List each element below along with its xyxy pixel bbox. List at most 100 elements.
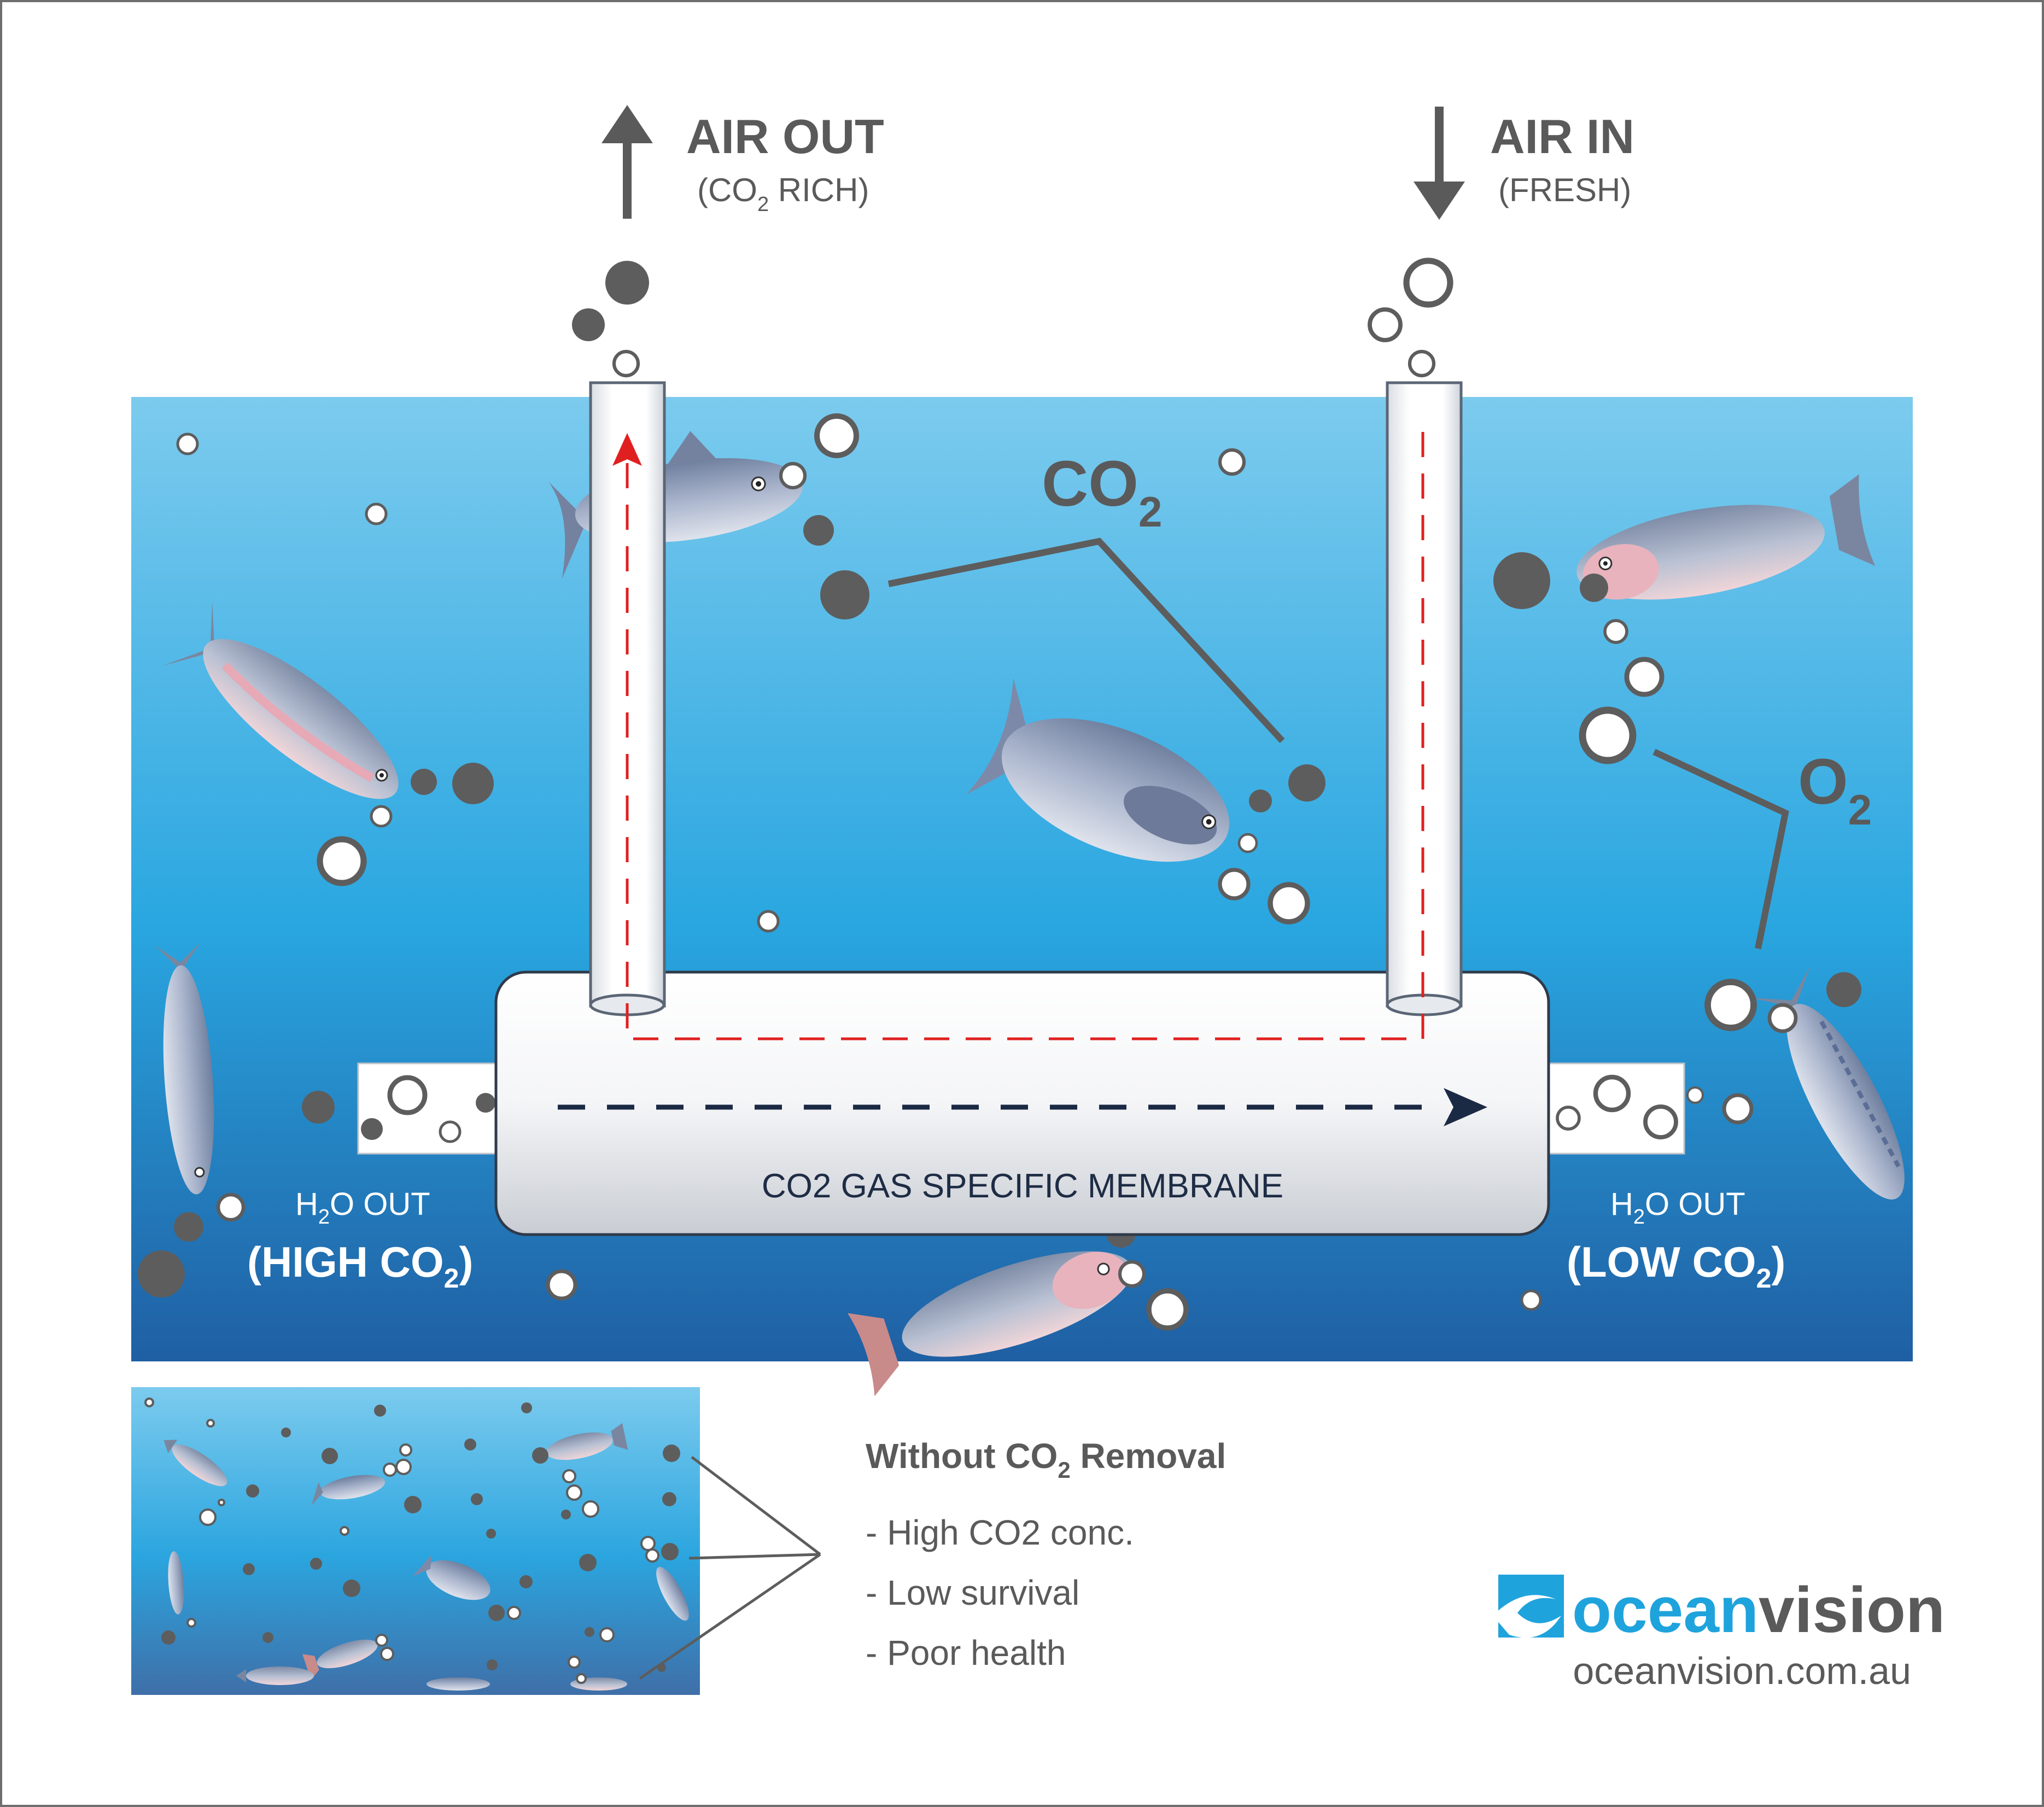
o2-bubble bbox=[1704, 979, 1757, 1031]
fish-icon bbox=[546, 1423, 628, 1460]
o2-bubble bbox=[1624, 657, 1665, 697]
co2-bubble bbox=[302, 1091, 335, 1124]
inset-item-poor-health: - Poor health bbox=[866, 1633, 1066, 1673]
o2-bubble bbox=[216, 1192, 246, 1222]
water-flow-arrowhead bbox=[1444, 1088, 1487, 1126]
co2-bubble bbox=[661, 1543, 679, 1560]
air-in-sublabel: (FRESH) bbox=[1498, 172, 1631, 208]
port-bubbles bbox=[361, 1074, 1678, 1143]
air-flow-arrowhead bbox=[612, 433, 642, 466]
o2-bubble bbox=[612, 349, 640, 378]
co2-bubble bbox=[663, 1445, 680, 1462]
co2-bubble bbox=[1288, 764, 1325, 802]
brand-logo: oceanvision bbox=[1493, 1574, 1945, 1646]
o2-bubble bbox=[317, 836, 367, 886]
o2-bubble bbox=[1403, 258, 1453, 308]
low-co2-label: (LOW CO2) bbox=[1567, 1238, 1785, 1294]
co2-bubble bbox=[605, 261, 649, 305]
o2-bubble bbox=[1368, 307, 1403, 342]
fish-icon bbox=[236, 1666, 314, 1685]
co2-bubble bbox=[1249, 790, 1272, 812]
o2-bubble bbox=[395, 1459, 412, 1475]
o2-bubble bbox=[1408, 349, 1436, 378]
co2-bubble bbox=[486, 1529, 496, 1539]
o2-connector-line bbox=[1652, 748, 1789, 950]
co2-bubble bbox=[174, 1212, 203, 1242]
bubbles-main bbox=[138, 258, 1861, 1331]
co2-bubble bbox=[519, 1575, 533, 1588]
o2-bubble bbox=[1520, 1289, 1542, 1311]
fish-icon bbox=[427, 1677, 490, 1691]
air-in-arrow-icon bbox=[1414, 107, 1465, 220]
o2-bubble bbox=[144, 1397, 154, 1407]
co2-bubble bbox=[138, 1250, 185, 1297]
o2-bubble bbox=[383, 1463, 397, 1477]
co2-bubble bbox=[521, 1402, 532, 1413]
co2-bubble bbox=[579, 1554, 597, 1571]
o2-bubble bbox=[199, 1508, 217, 1526]
air-out-label: AIR OUT bbox=[686, 109, 884, 163]
o2-bubble bbox=[1118, 1260, 1146, 1288]
o2-bubble bbox=[814, 413, 860, 459]
fish-icon bbox=[1750, 966, 1905, 1200]
co2-bubble bbox=[464, 1438, 476, 1451]
co2-bubble bbox=[476, 1093, 495, 1113]
co2-bubble bbox=[343, 1580, 360, 1597]
o2-bubble bbox=[576, 1673, 587, 1684]
co2-bubble bbox=[1493, 552, 1550, 609]
o2-label: O2 bbox=[1798, 746, 1872, 834]
co2-bubble bbox=[585, 1627, 594, 1637]
logo-wordmark: oceanvision bbox=[1572, 1574, 1945, 1646]
co2-bubble bbox=[243, 1563, 255, 1575]
co2-bubble bbox=[322, 1448, 338, 1464]
fish-icon bbox=[966, 678, 1230, 862]
o2-bubble bbox=[640, 1536, 656, 1551]
o2-bubble bbox=[365, 502, 388, 525]
co2-bubble bbox=[310, 1558, 322, 1570]
co2-bubble bbox=[471, 1493, 483, 1505]
o2-bubble bbox=[1556, 1106, 1581, 1131]
o2-bubble bbox=[370, 805, 393, 828]
inset-title: Without CO2 Removal bbox=[866, 1436, 1226, 1483]
o2-bubble bbox=[186, 1618, 196, 1628]
o2-bubble bbox=[439, 1120, 462, 1143]
o2-bubble bbox=[206, 1419, 215, 1428]
fish-icon bbox=[168, 1551, 184, 1615]
co2-bubble bbox=[803, 515, 834, 546]
o2-bubble bbox=[599, 1627, 615, 1642]
o2-bubble bbox=[176, 432, 199, 455]
co2-bubble bbox=[452, 763, 494, 804]
co2-bubble bbox=[361, 1118, 383, 1140]
o2-bubble bbox=[218, 1499, 225, 1506]
fish-icon bbox=[302, 1639, 378, 1680]
o2-bubble bbox=[380, 1647, 394, 1661]
o2-bubble bbox=[1146, 1288, 1189, 1331]
co2-bubble bbox=[488, 1605, 505, 1621]
air-in-label: AIR IN bbox=[1490, 109, 1634, 163]
co2-bubble bbox=[262, 1632, 273, 1643]
air-out-sublabel: (CO2 RICH) bbox=[697, 172, 869, 216]
co2-bubble bbox=[532, 1447, 548, 1464]
air-out-arrow-icon bbox=[601, 105, 653, 219]
co2-label: CO2 bbox=[1042, 448, 1162, 536]
o2-bubble bbox=[399, 1443, 412, 1457]
co2-bubble bbox=[246, 1484, 259, 1498]
co2-bubble bbox=[1580, 574, 1608, 602]
o2-bubble bbox=[1593, 1074, 1631, 1113]
inset-item-high-co2: - High CO2 conc. bbox=[866, 1513, 1134, 1552]
co2-bubble bbox=[404, 1496, 422, 1513]
o2-bubble bbox=[507, 1606, 521, 1620]
o2-bubble bbox=[546, 1269, 577, 1301]
co2-connector-line bbox=[887, 537, 1285, 744]
o2-bubble bbox=[340, 1526, 349, 1536]
o2-bubble bbox=[1579, 706, 1637, 764]
o2-bubble bbox=[375, 1634, 388, 1647]
membrane-label: CO2 GAS SPECIFIC MEMBRANE bbox=[762, 1167, 1283, 1205]
h2o-out-left-label: H2O OUT bbox=[295, 1186, 430, 1229]
o2-bubble bbox=[582, 1500, 599, 1518]
co2-bubble bbox=[820, 570, 869, 619]
co2-bubble bbox=[1826, 972, 1861, 1007]
o2-bubble bbox=[1237, 833, 1258, 853]
o2-bubble bbox=[645, 1548, 659, 1563]
